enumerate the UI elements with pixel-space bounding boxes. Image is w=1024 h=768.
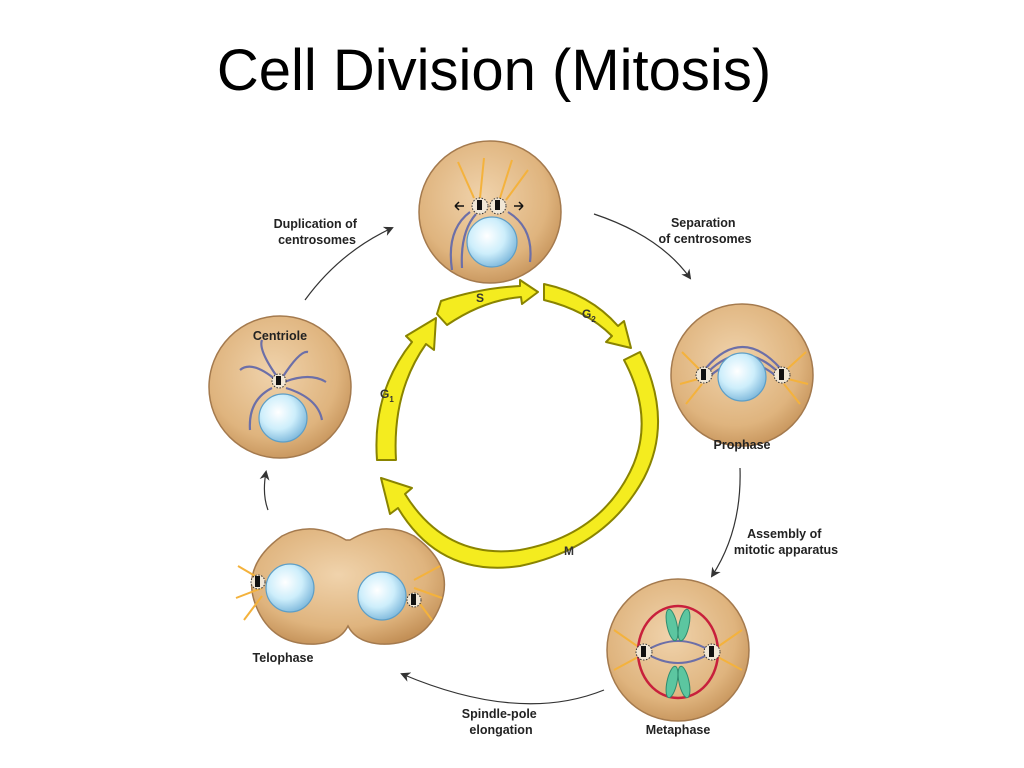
- centrosome-pair: [454, 197, 524, 215]
- cell-centriole: Centriole: [208, 315, 352, 459]
- cycle-label-g2: G2: [582, 307, 596, 324]
- arrow-elongation: [400, 672, 605, 705]
- label-assembly: Assembly of mitotic apparatus: [734, 527, 838, 557]
- label-duplication: Duplication of centrosomes: [274, 217, 361, 247]
- cycle-arrow-g1: [375, 317, 437, 461]
- cycle-label-m: M: [564, 544, 574, 558]
- label-prophase: Prophase: [714, 438, 771, 452]
- cell-telophase: Telophase: [235, 528, 446, 665]
- cell-prophase: Prophase: [670, 303, 814, 452]
- cycle-arrow-g2: [543, 283, 632, 349]
- arrow-duplication: [304, 226, 394, 301]
- nucleus-telophase-left: [265, 563, 315, 613]
- cycle-arrow-s: [436, 279, 539, 326]
- cycle-label-s: S: [476, 291, 484, 305]
- label-telophase: Telophase: [253, 651, 314, 665]
- arrow-separation: [593, 213, 692, 280]
- nucleus-top: [466, 216, 518, 268]
- label-elongation: Spindle-pole elongation: [462, 707, 540, 737]
- label-centriole: Centriole: [253, 329, 307, 343]
- nucleus-prophase: [717, 352, 767, 402]
- arrow-telophase-to-centriole: [259, 470, 270, 511]
- cycle-arrow-m: [380, 351, 659, 569]
- title-text: Cell Division (Mitosis): [216, 38, 772, 103]
- cycle-label-g1: G1: [380, 387, 394, 404]
- cell-top: [418, 140, 562, 284]
- page-title: Cell Division (Mitosis): [0, 42, 1024, 100]
- nucleus-centriole: [258, 393, 308, 443]
- label-metaphase: Metaphase: [646, 723, 711, 737]
- cell-metaphase: Metaphase: [606, 578, 750, 737]
- arrow-assembly: [710, 467, 741, 578]
- cycle-ring: [375, 279, 659, 569]
- chromosomes: [665, 608, 691, 699]
- nucleus-telophase-right: [357, 571, 407, 621]
- label-separation: Separation of centrosomes: [658, 216, 751, 246]
